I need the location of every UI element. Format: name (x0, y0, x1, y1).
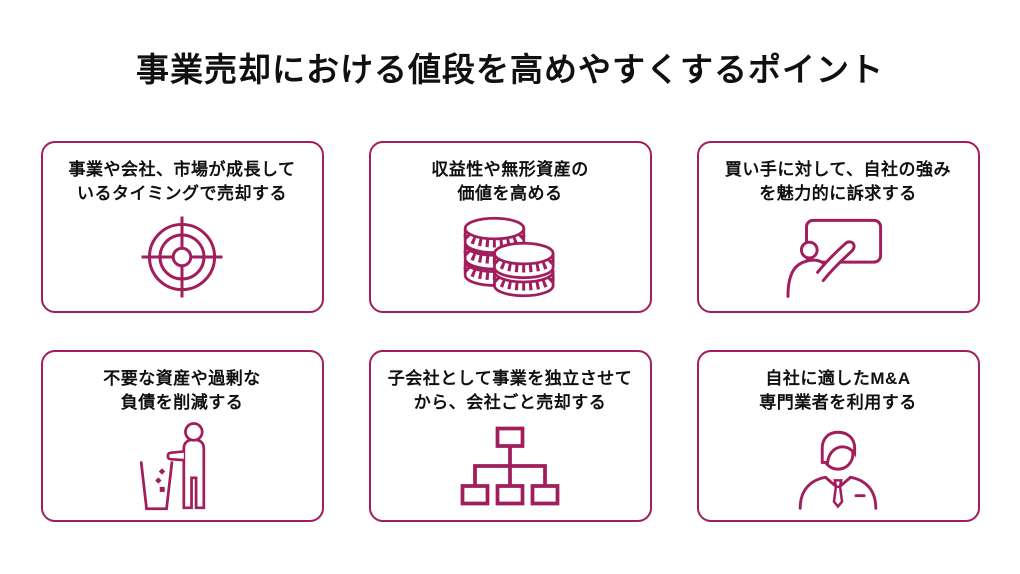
card-text: 収益性や無形資産の 価値を高める (431, 158, 589, 206)
card-text-line: から、会社ごと売却する (413, 393, 607, 412)
card-text-line: を魅力的に訴求する (759, 184, 917, 203)
target-icon (138, 208, 226, 311)
coins-icon (460, 208, 560, 311)
card-text: 買い手に対して、自社の強み を魅力的に訴求する (725, 158, 951, 206)
card-reduce-liabilities: 不要な資産や過剰な 負債を削減する (40, 350, 324, 522)
card-text-line: 買い手に対して、自社の強み (724, 160, 952, 179)
card-text-line: いるタイミングで売却する (77, 184, 287, 203)
card-text-line: 事業や会社、市場が成長して (68, 160, 296, 179)
org-chart-icon (460, 417, 560, 520)
dispose-trash-icon (132, 417, 232, 520)
card-text-line: 子会社として事業を独立させて (387, 369, 633, 388)
card-use-ma-specialist: 自社に適したM&A 専門業者を利用する (696, 350, 980, 522)
card-text-line: 自社に適したM&A (765, 369, 911, 388)
card-spin-off-subsidiary: 子会社として事業を独立させて から、会社ごと売却する (368, 350, 652, 522)
card-text: 事業や会社、市場が成長して いるタイミングで売却する (69, 158, 296, 206)
presentation-whiteboard-icon (782, 208, 894, 311)
card-text-line: 収益性や無形資産の (431, 160, 589, 179)
card-text-line: 不要な資産や過剰な (103, 369, 261, 388)
card-sell-at-growth-timing: 事業や会社、市場が成長して いるタイミングで売却する (40, 141, 324, 313)
card-text: 自社に適したM&A 専門業者を利用する (759, 367, 917, 415)
card-text: 子会社として事業を独立させて から、会社ごと売却する (388, 367, 633, 415)
card-text-line: 価値を高める (457, 184, 563, 203)
card-text: 不要な資産や過剰な 負債を削減する (103, 367, 261, 415)
card-appeal-strengths: 買い手に対して、自社の強み を魅力的に訴求する (696, 141, 980, 313)
card-text-line: 負債を削減する (120, 393, 244, 412)
page-title: 事業売却における値段を高めやすくするポイント (136, 51, 884, 88)
businessman-icon (788, 417, 888, 520)
card-raise-value: 収益性や無形資産の 価値を高める (368, 141, 652, 313)
points-grid: 事業や会社、市場が成長して いるタイミングで売却する 収益性や無形資産の (40, 141, 980, 522)
card-text-line: 専門業者を利用する (759, 393, 917, 412)
